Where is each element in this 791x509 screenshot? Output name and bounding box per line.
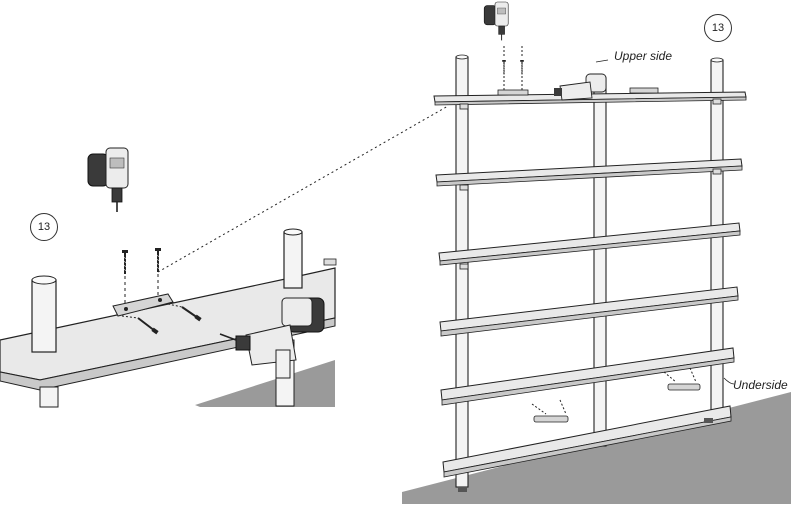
floor-detail	[195, 360, 335, 407]
underside-label: Underside	[733, 378, 788, 392]
bracket-icon	[497, 89, 529, 96]
power-drill-icon	[554, 73, 607, 101]
bracket-icon	[712, 168, 722, 175]
shelf-post-icon	[283, 228, 303, 289]
shelf-board	[439, 286, 739, 337]
shelf-post-icon	[31, 275, 57, 353]
shelf-board	[442, 405, 732, 478]
shelf-foot	[458, 487, 467, 492]
bracket-icon	[663, 367, 701, 391]
shelf-foot	[704, 418, 713, 423]
bracket-icon	[459, 103, 469, 110]
power-drill-icon	[219, 297, 325, 379]
shelf-unit-view	[402, 1, 791, 504]
shelf-board	[440, 347, 735, 406]
screw-icon	[154, 247, 162, 273]
power-drill-icon	[87, 147, 129, 213]
detail-view	[0, 147, 337, 408]
shelf-post-icon	[455, 54, 469, 488]
bracket-icon	[531, 399, 569, 423]
bracket-icon	[459, 263, 469, 270]
screw-icon	[121, 249, 129, 275]
bracket-icon	[459, 184, 469, 191]
shelf-board	[438, 222, 741, 266]
screw-icon	[519, 59, 525, 76]
screw-icon	[137, 317, 159, 335]
step-number: 13	[711, 22, 725, 34]
step-number: 13	[37, 221, 51, 233]
shelf-board	[435, 158, 743, 187]
detail-connector-line	[157, 105, 449, 273]
bracket-icon	[712, 98, 722, 105]
screw-icon	[501, 59, 507, 76]
power-drill-icon	[483, 1, 509, 41]
screw-icon	[181, 306, 202, 322]
shelf-post-lower	[39, 386, 59, 408]
step-number-badge: 13	[704, 14, 732, 42]
bracket-icon	[112, 293, 174, 317]
shelf-post-icon	[593, 75, 607, 447]
bracket-icon	[323, 258, 337, 266]
upper-side-label: Upper side	[614, 49, 673, 63]
step-number-badge: 13	[30, 213, 58, 241]
bracket-icon	[629, 87, 659, 94]
